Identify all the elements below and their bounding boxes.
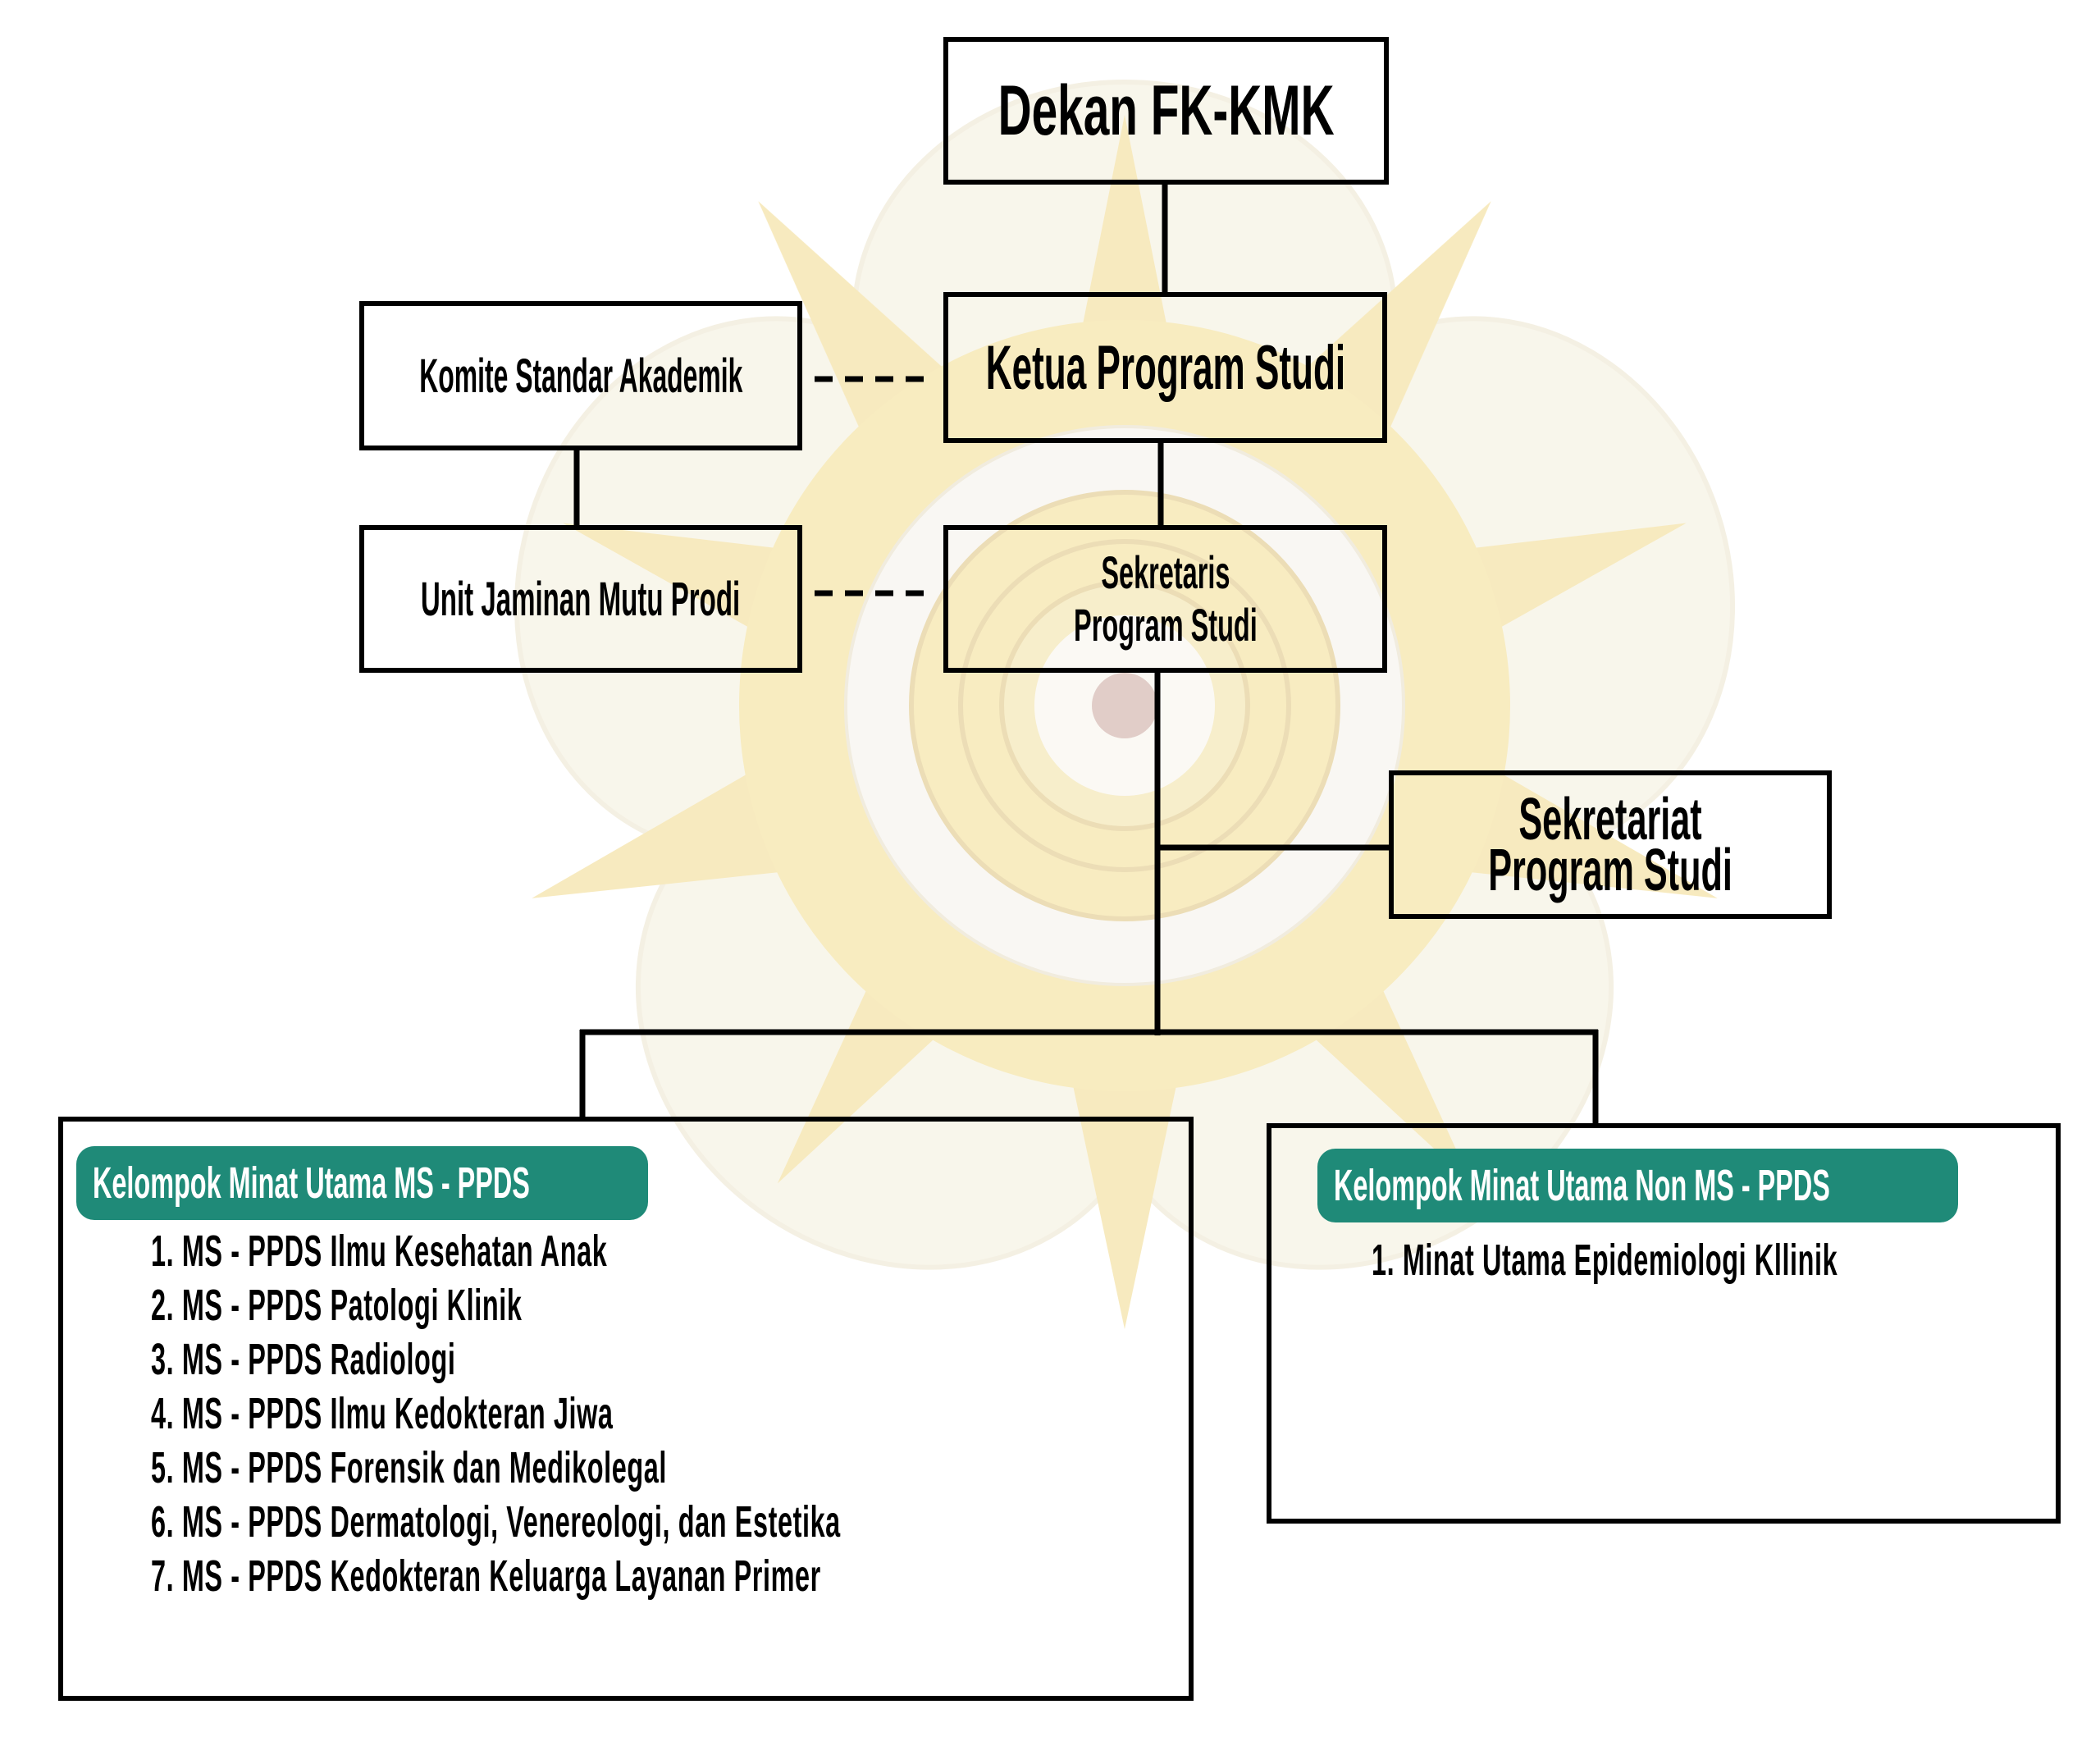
node-ketua-program-studi: Ketua Program Studi (943, 292, 1387, 443)
node-sekretaris-program-studi: Sekretaris Program Studi (943, 525, 1387, 673)
group-ms-ppds-list: 1. MS - PPDS Ilmu Kesehatan Anak 2. MS -… (151, 1224, 1300, 1603)
group-non-ms-ppds-badge: Kelompok Minat Utama Non MS - PPDS (1317, 1149, 1958, 1222)
list-item-text: 4. MS - PPDS Ilmu Kedokteran Jiwa (151, 1389, 614, 1438)
node-sekretaris-line1: Sekretaris (1100, 546, 1230, 598)
node-sekretaris-label: Sekretaris Program Studi (1074, 546, 1258, 651)
list-item: 7. MS - PPDS Kedokteran Keluarga Layanan… (151, 1549, 1300, 1603)
node-unit-label: Unit Jaminan Mutu Prodi (421, 572, 741, 626)
list-item: 1. MS - PPDS Ilmu Kesehatan Anak (151, 1224, 1300, 1278)
node-komite-label: Komite Standar Akademik (418, 349, 743, 403)
group-ms-ppds-badge: Kelompok Minat Utama MS - PPDS (76, 1146, 648, 1220)
list-item-text: 3. MS - PPDS Radiologi (151, 1335, 456, 1384)
logo-center-dot (1092, 673, 1157, 738)
list-item: 6. MS - PPDS Dermatologi, Venereologi, d… (151, 1495, 1300, 1549)
node-unit-jaminan-mutu: Unit Jaminan Mutu Prodi (359, 525, 802, 673)
node-dekan-label: Dekan FK-KMK (998, 71, 1335, 150)
group-ms-ppds-title: Kelompok Minat Utama MS - PPDS (93, 1158, 530, 1208)
list-item-text: 5. MS - PPDS Forensik dan Medikolegal (151, 1443, 667, 1492)
group-non-ms-ppds: Kelompok Minat Utama Non MS - PPDS 1. Mi… (1267, 1123, 2061, 1524)
list-item: 5. MS - PPDS Forensik dan Medikolegal (151, 1441, 1300, 1495)
node-sekretariat-line1: Sekretariat (1518, 786, 1702, 852)
list-item-text: 6. MS - PPDS Dermatologi, Venereologi, d… (151, 1497, 841, 1547)
list-item: 2. MS - PPDS Patologi Klinik (151, 1278, 1300, 1332)
node-dekan: Dekan FK-KMK (943, 37, 1389, 185)
list-item-text: 1. Minat Utama Epidemiologi Kllinik (1372, 1236, 1838, 1285)
group-non-ms-ppds-list: 1. Minat Utama Epidemiologi Kllinik (1372, 1233, 2100, 1287)
list-item-text: 7. MS - PPDS Kedokteran Keluarga Layanan… (151, 1551, 821, 1601)
node-sekretariat-program-studi: Sekretariat Program Studi (1389, 770, 1832, 919)
node-sekretariat-label: Sekretariat Program Studi (1488, 786, 1732, 903)
list-item: 3. MS - PPDS Radiologi (151, 1332, 1300, 1387)
node-sekretariat-line2: Program Studi (1488, 837, 1732, 903)
node-ketua-label: Ketua Program Studi (985, 332, 1345, 403)
list-item: 4. MS - PPDS Ilmu Kedokteran Jiwa (151, 1387, 1300, 1441)
node-sekretaris-line2: Program Studi (1073, 599, 1258, 651)
list-item-text: 1. MS - PPDS Ilmu Kesehatan Anak (151, 1227, 608, 1276)
list-item: 1. Minat Utama Epidemiologi Kllinik (1372, 1233, 2100, 1287)
group-non-ms-ppds-title: Kelompok Minat Utama Non MS - PPDS (1334, 1161, 1830, 1210)
list-item-text: 2. MS - PPDS Patologi Klinik (151, 1281, 523, 1330)
group-ms-ppds: Kelompok Minat Utama MS - PPDS 1. MS - P… (58, 1117, 1194, 1701)
node-komite-standar-akademik: Komite Standar Akademik (359, 301, 802, 450)
